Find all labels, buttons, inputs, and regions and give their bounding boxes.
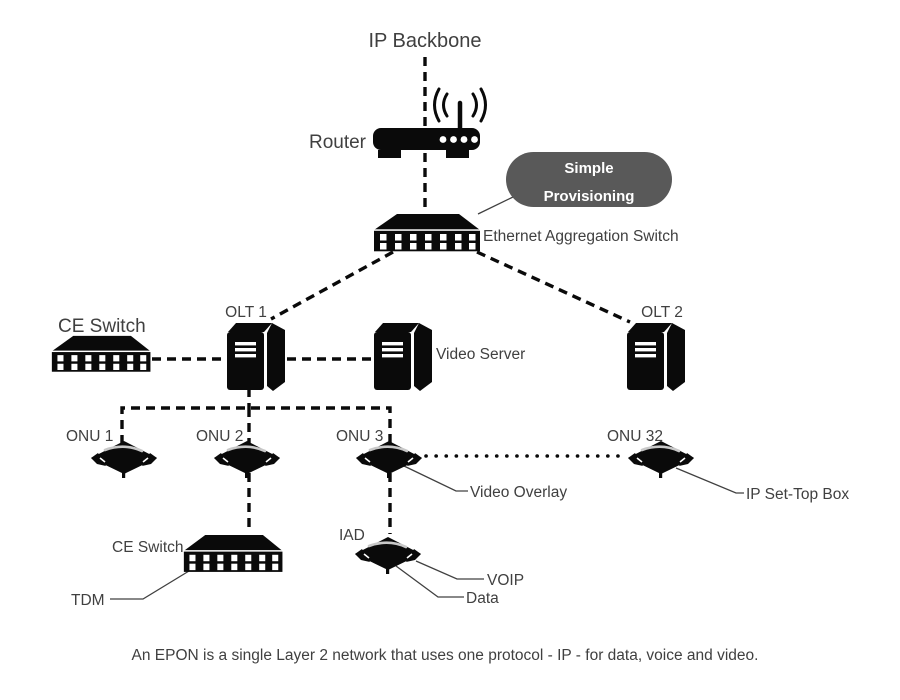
onu3-label: ONU 3	[336, 428, 383, 445]
onu1-icon	[89, 439, 159, 480]
tdm-line	[110, 570, 190, 600]
data-label: Data	[466, 590, 499, 607]
ce-switch-top-icon	[51, 335, 151, 372]
simple-provisioning-bubble: Simple Provisioning	[506, 152, 672, 207]
link-switch-olt2	[476, 250, 631, 324]
olt2-server-icon	[627, 323, 685, 391]
video-overlay-line	[403, 465, 468, 492]
onu32-label: ONU 32	[607, 428, 663, 445]
ce-switch-bottom-label: CE Switch	[112, 539, 184, 556]
router-icon	[373, 87, 487, 158]
diagram-caption: An EPON is a single Layer 2 network that…	[132, 647, 759, 664]
video-server-label: Video Server	[436, 346, 525, 363]
ce-switch-bottom-icon	[183, 534, 283, 572]
voip-line	[415, 560, 484, 580]
bubble-text-line1: Simple	[564, 160, 613, 177]
olt1-server-icon	[227, 323, 285, 391]
voip-label: VOIP	[487, 572, 524, 589]
onu2-label: ONU 2	[196, 428, 243, 445]
iad-label: IAD	[339, 527, 365, 544]
router-label: Router	[309, 132, 367, 153]
olt2-label: OLT 2	[641, 304, 683, 321]
link-switch-olt1	[270, 250, 394, 321]
bubble-connector-line	[477, 196, 514, 215]
ethernet-aggregation-switch-icon	[374, 214, 480, 252]
ce-switch-top-label: CE Switch	[58, 316, 146, 337]
iad-icon	[353, 535, 423, 576]
onu32-icon	[626, 439, 696, 480]
onu-bus	[120, 406, 392, 444]
diagram-title: IP Backbone	[368, 30, 481, 52]
bubble-text-line2: Provisioning	[544, 188, 635, 205]
video-server-icon	[374, 323, 432, 391]
callout-lines	[110, 196, 744, 600]
onu1-label: ONU 1	[66, 428, 113, 445]
connection-lines	[120, 57, 631, 534]
eth-agg-switch-label: Ethernet Aggregation Switch	[483, 228, 679, 245]
ip-set-top-box-line	[675, 467, 744, 494]
tdm-label: TDM	[71, 592, 105, 609]
onu2-icon	[212, 439, 282, 480]
onu3-icon	[354, 439, 424, 480]
ip-set-top-box-label: IP Set-Top Box	[746, 486, 849, 503]
olt1-label: OLT 1	[225, 304, 267, 321]
video-overlay-label: Video Overlay	[470, 484, 567, 501]
data-line	[395, 565, 464, 598]
